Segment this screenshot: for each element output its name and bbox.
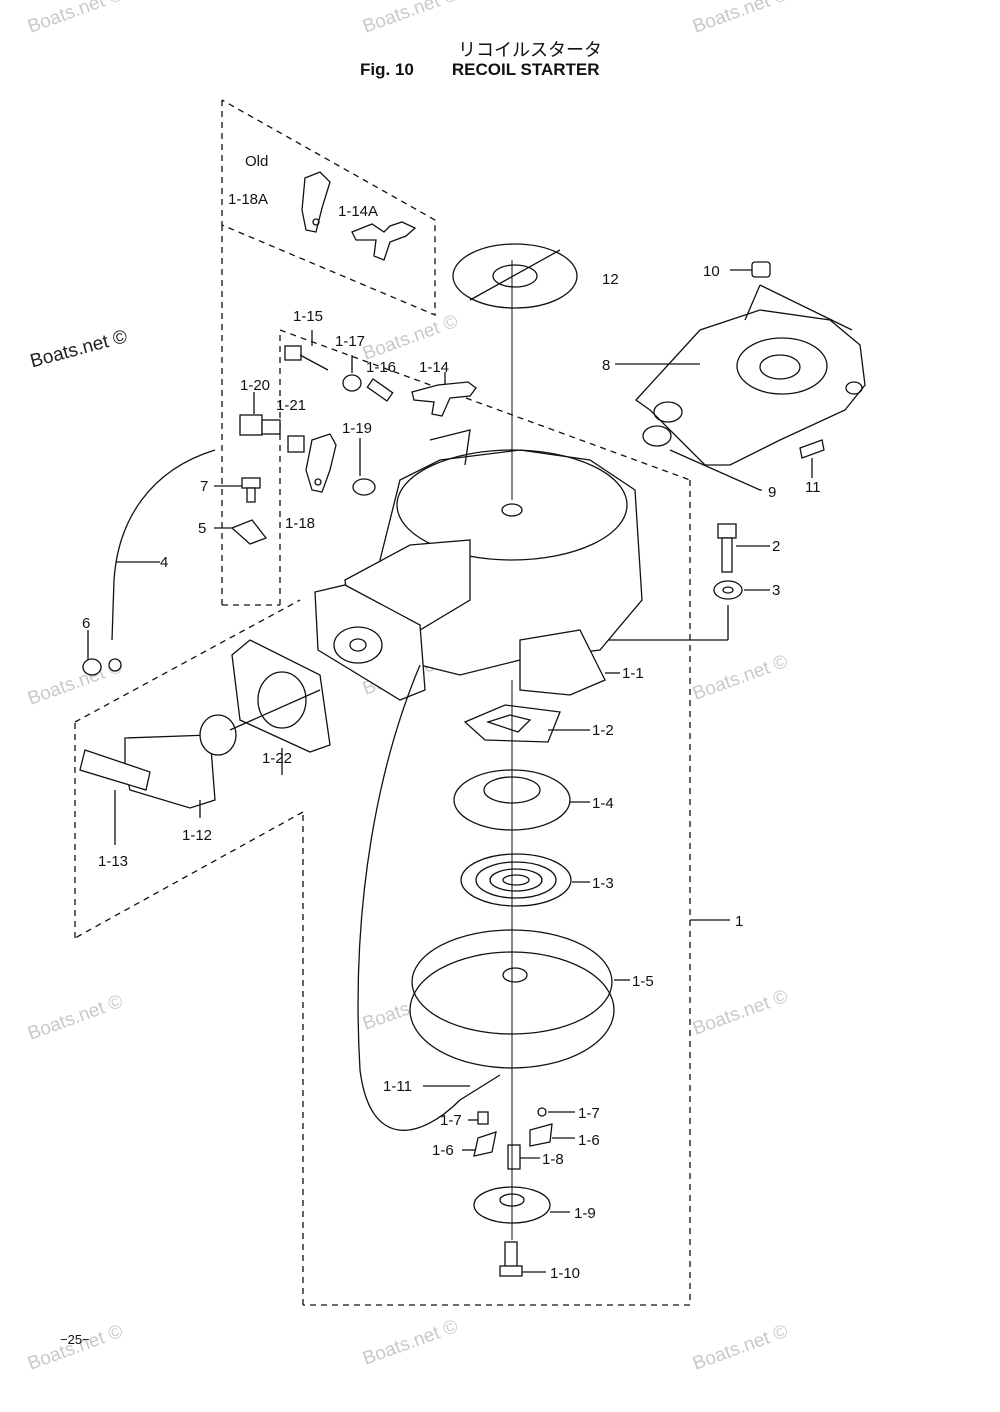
part-1-21 xyxy=(287,435,305,453)
label-1-5: 1-5 xyxy=(632,973,654,990)
label-1-16: 1-16 xyxy=(366,359,396,376)
part-1-5 xyxy=(409,929,630,1069)
part-1-3 xyxy=(460,853,590,907)
old-lever-1-18A xyxy=(301,171,331,233)
title-japanese: リコイルスタータ xyxy=(458,40,602,60)
part-1-22 xyxy=(231,639,331,775)
part-1-19 xyxy=(352,438,376,496)
label-1-13: 1-13 xyxy=(98,853,128,870)
part-1-18 xyxy=(305,433,337,493)
label-1-17: 1-17 xyxy=(335,333,365,350)
page-number: −25− xyxy=(60,1332,90,1347)
figure-title: Fig. 10 RECOIL STARTER xyxy=(360,60,600,80)
part-1-1 xyxy=(519,629,620,696)
old-parts-boundary xyxy=(74,99,691,1306)
label-1-8: 1-8 xyxy=(542,1151,564,1168)
part-1-14 xyxy=(411,372,477,417)
part-starter-housing xyxy=(314,429,643,701)
label-2: 2 xyxy=(772,538,780,555)
label-6: 6 xyxy=(82,615,90,632)
label-1-18A: 1-18A xyxy=(228,191,268,208)
label-1-3: 1-3 xyxy=(592,875,614,892)
part-1-17 xyxy=(342,355,362,392)
label-1-12: 1-12 xyxy=(182,827,212,844)
label-1-1: 1-1 xyxy=(622,665,644,682)
part-1-6-right xyxy=(529,1123,575,1147)
figure-name: RECOIL STARTER xyxy=(451,60,600,79)
part-1-10 xyxy=(499,1241,546,1277)
label-3: 3 xyxy=(772,582,780,599)
part-clip-5 xyxy=(214,519,268,545)
part-screw-7 xyxy=(214,477,261,503)
label-1-11: 1-11 xyxy=(383,1078,412,1095)
label-1-6-right: 1-6 xyxy=(578,1132,600,1149)
part-cable-4 xyxy=(108,449,216,672)
label-1-14: 1-14 xyxy=(419,359,449,376)
part-clip-6 xyxy=(82,630,102,676)
part-cover-8 xyxy=(615,284,866,466)
part-washer-3 xyxy=(713,580,770,600)
part-1-9 xyxy=(473,1186,570,1224)
part-1-2 xyxy=(463,704,590,743)
label-4: 4 xyxy=(160,554,168,571)
label-7: 7 xyxy=(200,478,208,495)
label-5: 5 xyxy=(198,520,206,537)
part-1-13 xyxy=(79,749,151,845)
label-8: 8 xyxy=(602,357,610,374)
part-1-12 xyxy=(124,689,321,818)
label-1: 1 xyxy=(735,913,743,930)
part-1-6-left xyxy=(462,1131,497,1157)
part-bolt-2 xyxy=(717,523,770,573)
label-1-7-right: 1-7 xyxy=(578,1105,600,1122)
part-plate-12 xyxy=(452,243,578,309)
label-1-9: 1-9 xyxy=(574,1205,596,1222)
part-1-20 xyxy=(239,392,281,436)
label-1-4: 1-4 xyxy=(592,795,614,812)
old-lever-1-14A xyxy=(351,221,417,261)
label-1-20: 1-20 xyxy=(240,377,270,394)
label-1-14A: 1-14A xyxy=(338,203,378,220)
label-11: 11 xyxy=(805,479,821,496)
part-1-7-right xyxy=(537,1107,575,1117)
label-1-10: 1-10 xyxy=(550,1265,580,1282)
part-labels: Old 1-18A 1-14A 12 10 8 9 11 2 3 1-15 1-… xyxy=(82,153,821,1282)
part-1-8 xyxy=(507,1144,540,1170)
label-1-21: 1-21 xyxy=(276,397,306,414)
label-1-6-left: 1-6 xyxy=(432,1142,454,1159)
label-12: 12 xyxy=(602,271,619,288)
part-grommet-9 xyxy=(642,425,762,491)
label-1-18: 1-18 xyxy=(285,515,315,532)
label-1-19: 1-19 xyxy=(342,420,372,437)
label-1-7-left: 1-7 xyxy=(440,1112,462,1129)
part-1-7-left xyxy=(468,1111,489,1125)
part-1-4 xyxy=(453,769,590,831)
label-1-2: 1-2 xyxy=(592,722,614,739)
part-1-16 xyxy=(366,378,394,402)
label-1-22: 1-22 xyxy=(262,750,292,767)
part-1-15 xyxy=(284,330,329,371)
label-1-15: 1-15 xyxy=(293,308,323,325)
label-9: 9 xyxy=(768,484,776,501)
part-grommet-10 xyxy=(730,261,771,278)
part-11 xyxy=(799,439,825,478)
figure-number: Fig. 10 xyxy=(360,60,414,79)
label-10: 10 xyxy=(703,263,720,280)
old-label: Old xyxy=(245,153,268,170)
